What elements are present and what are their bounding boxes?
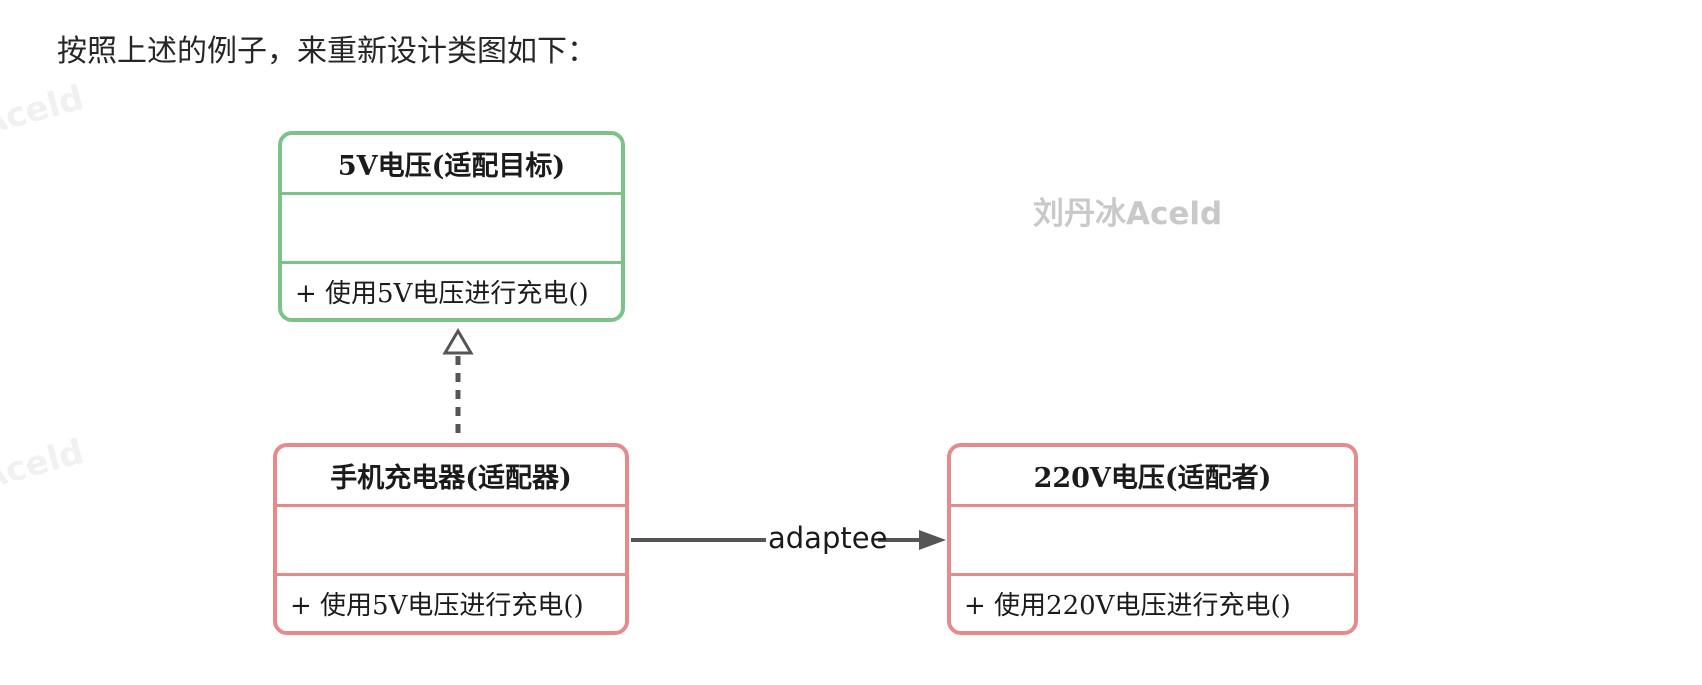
watermark-corner-middle: Aceld xyxy=(0,432,88,498)
watermark-corner-top: Aceld xyxy=(0,78,88,144)
class-box-adaptee: 220V电压(适配者) + 使用220V电压进行充电() xyxy=(947,443,1358,635)
class-title-adapter: 手机充电器(适配器) xyxy=(277,447,625,507)
class-method-target: + 使用5V电压进行充电() xyxy=(295,278,589,309)
class-attributes-target xyxy=(282,195,621,264)
class-title-target: 5V电压(适配目标) xyxy=(282,135,621,195)
class-title-adaptee: 220V电压(适配者) xyxy=(951,447,1354,507)
class-attributes-adaptee xyxy=(951,507,1354,576)
class-method-adaptee: + 使用220V电压进行充电() xyxy=(964,591,1291,621)
watermark-author: 刘丹冰Aceld xyxy=(1033,196,1223,232)
class-box-adapter: 手机充电器(适配器) + 使用5V电压进行充电() xyxy=(273,443,629,635)
realization-hollow-arrowhead-icon xyxy=(442,328,474,355)
association-label-adaptee: adaptee xyxy=(768,521,888,555)
class-method-adapter: + 使用5V电压进行充电() xyxy=(290,591,584,621)
class-attributes-adapter xyxy=(277,507,625,576)
class-box-target: 5V电压(适配目标) + 使用5V电压进行充电() xyxy=(278,131,625,322)
intro-text: 按照上述的例子，来重新设计类图如下： xyxy=(57,34,597,69)
association-filled-arrowhead-icon xyxy=(919,530,946,550)
